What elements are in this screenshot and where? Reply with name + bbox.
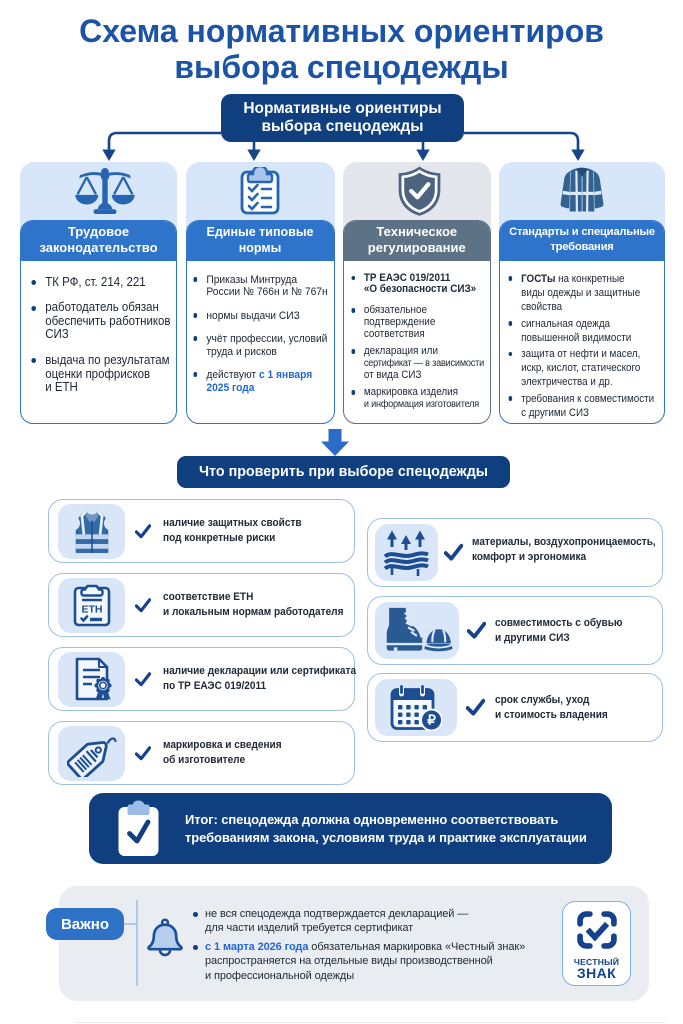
svg-text:₽: ₽ <box>427 713 436 728</box>
svg-text:ЕТН: ЕТН <box>81 604 102 616</box>
